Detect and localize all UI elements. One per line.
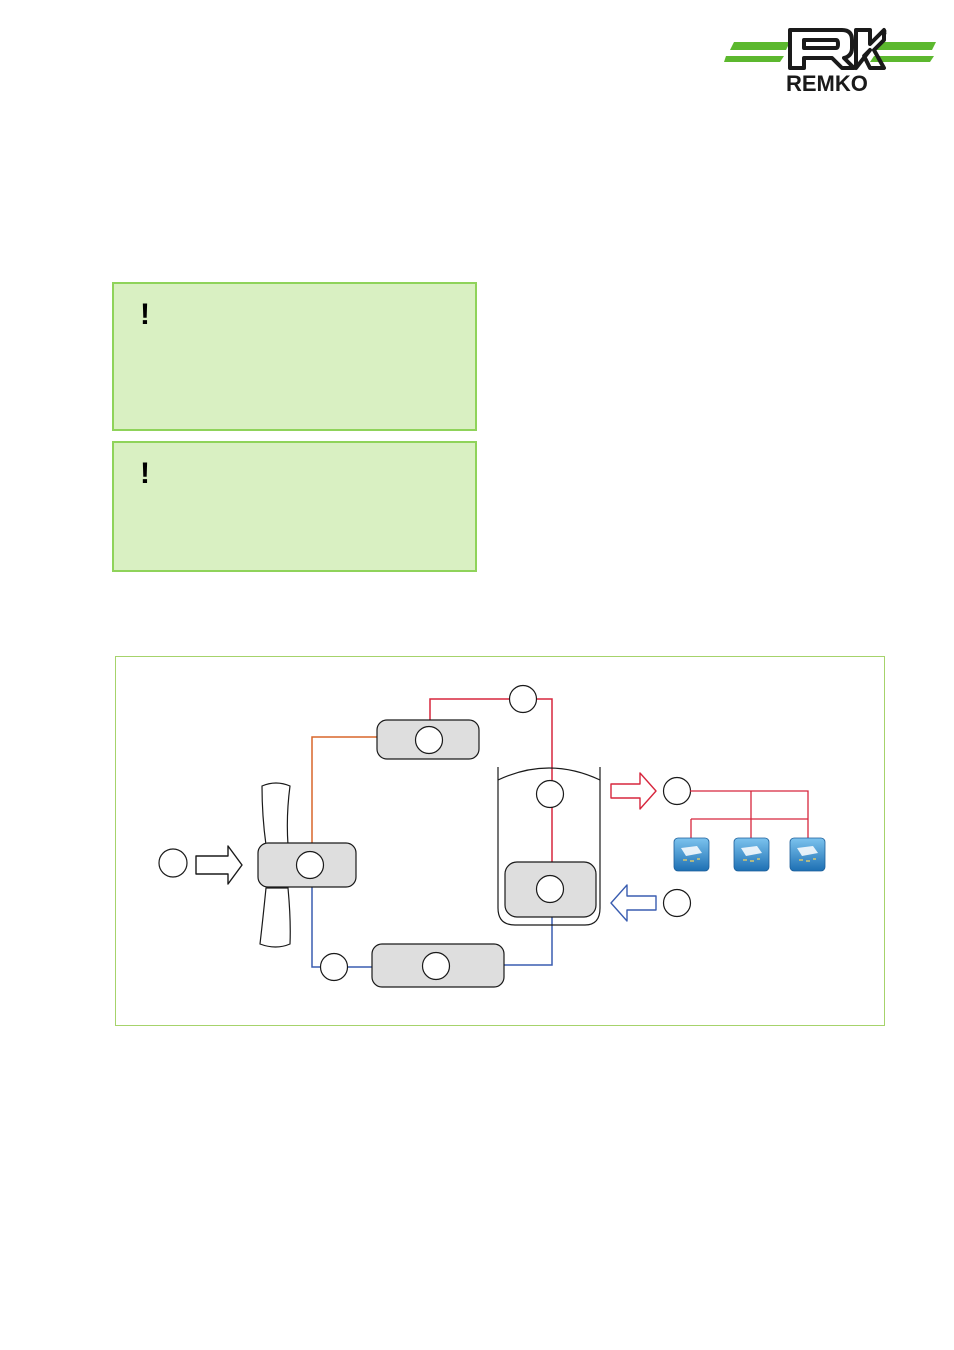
suction-marker [319, 952, 349, 982]
distribution-line [690, 790, 809, 839]
logo-monogram-k [854, 28, 886, 70]
return-in-arrow-icon [610, 884, 657, 922]
airflow-in-arrow-icon [195, 845, 243, 885]
heating-circuit-icon [733, 837, 770, 872]
hot-gas-marker [508, 684, 538, 714]
suction-line [311, 887, 372, 968]
compressor-marker [414, 725, 444, 755]
discharge-line [311, 736, 378, 843]
evaporator-marker [295, 850, 325, 880]
liquid-line [504, 917, 553, 966]
expansion-valve-marker [421, 951, 451, 981]
heat-out-arrow-icon [610, 772, 657, 810]
tank-marker [535, 779, 565, 809]
exclamation-icon: ! [140, 457, 150, 490]
note-box-2: ! [112, 441, 477, 572]
heating-circuit-icon [673, 837, 710, 872]
storage-tank [497, 767, 601, 926]
remko-logo: REMKO ® [724, 28, 936, 96]
heat-pump-diagram-frame [115, 656, 885, 1026]
return-in-marker [662, 888, 692, 918]
exclamation-icon: ! [140, 298, 150, 331]
air-inlet-marker [158, 848, 188, 878]
logo-left-stripe [730, 42, 790, 50]
logo-wordmark: REMKO [786, 71, 868, 96]
condenser-marker [535, 874, 565, 904]
logo-left-stripe-2 [724, 56, 784, 62]
heat-out-marker [662, 776, 692, 806]
logo-right-stripe-2 [870, 56, 934, 62]
storage-tank-top [497, 767, 601, 781]
fan-icon [259, 782, 291, 948]
logo-monogram [788, 28, 856, 70]
logo-right-stripe [876, 42, 936, 50]
heating-circuit-icon [789, 837, 826, 872]
logo-registered-mark: ® [882, 29, 888, 37]
note-box-1: ! [112, 282, 477, 431]
